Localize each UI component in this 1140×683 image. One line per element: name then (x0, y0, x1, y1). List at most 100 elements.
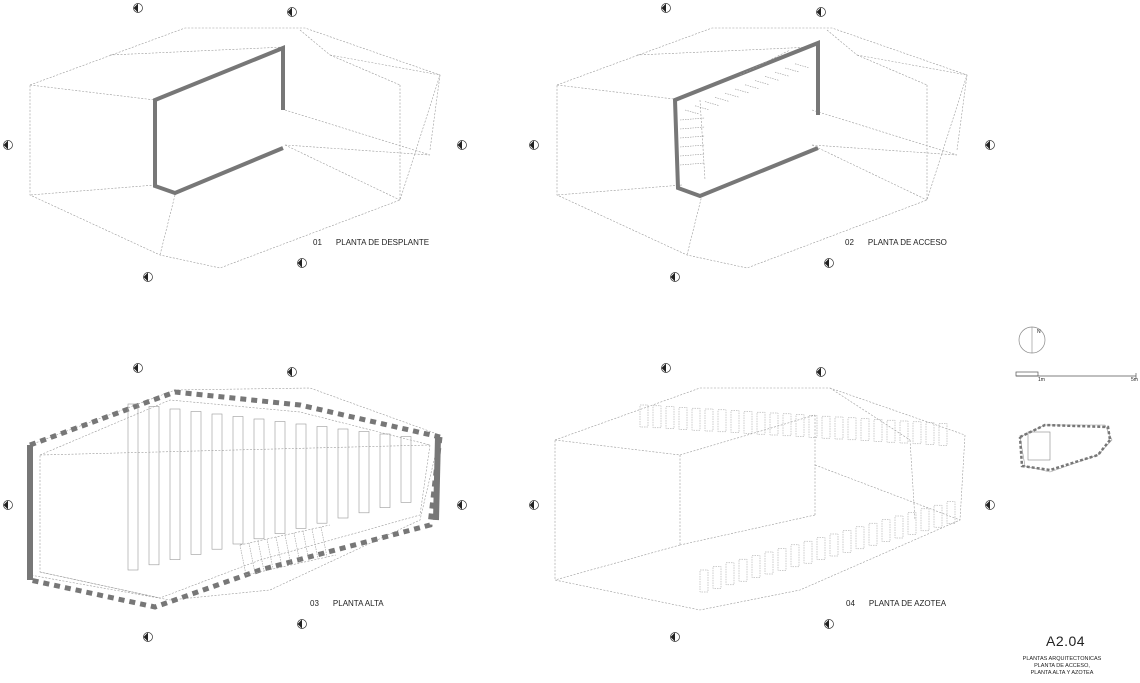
roof-louver (933, 504, 943, 528)
plan-number: 03 (310, 599, 319, 608)
stair-step (679, 135, 706, 139)
roof-louver (738, 558, 748, 582)
inner-edge (636, 46, 813, 56)
roof-louver (782, 413, 792, 437)
axis-line (39, 571, 161, 599)
roof-louver (894, 515, 904, 539)
section-marker-icon (670, 632, 680, 642)
section-marker-icon (3, 500, 13, 510)
roof-louver (946, 501, 956, 524)
stair-step (679, 153, 706, 157)
louver-fin (190, 411, 202, 555)
roof-louver (795, 414, 805, 437)
volume-outline (29, 387, 441, 601)
key-core (1027, 431, 1051, 461)
inner-edge (29, 84, 156, 101)
inner-edge (556, 184, 683, 196)
louver-fin (400, 436, 412, 503)
stair-step (774, 71, 790, 77)
marker-arrow (287, 367, 292, 377)
inner-outline (39, 399, 431, 599)
roof-louver (803, 540, 813, 564)
stair-step (266, 538, 274, 570)
roof-louver (639, 404, 649, 428)
section-marker-icon (816, 367, 826, 377)
section-marker-icon (133, 363, 143, 373)
section-marker-icon (457, 500, 467, 510)
stair-edge (239, 524, 331, 546)
louver-fin (379, 433, 391, 508)
inner-edge (299, 29, 331, 56)
section-marker-icon (670, 272, 680, 282)
section-marker-icon (457, 140, 467, 150)
roof-louver (920, 508, 930, 532)
roof-louver (881, 519, 891, 542)
scale-segment (1015, 371, 1039, 377)
roof-louver (886, 419, 896, 443)
inner-edge (329, 54, 441, 76)
marker-arrow (661, 3, 666, 13)
section-marker-icon (529, 500, 539, 510)
roof-louver (808, 415, 818, 438)
roof-louver (938, 423, 948, 446)
section-marker-icon (297, 619, 307, 629)
stair-step (679, 117, 706, 121)
section-marker-icon (143, 632, 153, 642)
inner-edge (856, 54, 928, 86)
stair-edge (245, 554, 337, 576)
stair-step (275, 536, 283, 568)
marker-arrow (457, 140, 462, 150)
stair-step (684, 109, 700, 115)
key-plan-thumbnail (1018, 423, 1113, 473)
scale-bar (1015, 371, 1137, 379)
stair-step (248, 542, 256, 574)
louver-fin (253, 418, 265, 540)
stair-step (794, 63, 810, 69)
inner-edge (909, 439, 916, 521)
sheet-description: PLANTAS ARQUITECTONICAS PLANTA DE ACCESO… (1018, 656, 1106, 677)
marker-arrow (297, 258, 302, 268)
louver-fin (337, 428, 349, 519)
marker-arrow (529, 140, 534, 150)
roof-louver (717, 409, 727, 433)
stair-step (679, 126, 706, 130)
stair-step (784, 67, 800, 73)
description-line: PLANTAS ARQUITECTONICAS (1022, 656, 1102, 662)
marker-arrow (143, 632, 148, 642)
stair-step (704, 101, 720, 106)
stair-step (734, 88, 750, 94)
stair-step (284, 534, 292, 566)
stair-step (293, 532, 301, 564)
roof-louver (834, 416, 844, 440)
roof-louver (829, 533, 839, 557)
section-markers (3, 3, 995, 642)
stair-step (679, 162, 706, 166)
inner-edge (284, 109, 431, 156)
marker-arrow (457, 500, 462, 510)
louver-fin (295, 423, 307, 529)
marker-arrow (133, 3, 138, 13)
inner-edge (556, 84, 683, 101)
stair-step (679, 144, 706, 148)
roof-louver (868, 522, 878, 546)
stair-step (714, 97, 730, 102)
inner-edge (829, 387, 911, 441)
inner-edge (811, 109, 958, 156)
section-marker-icon (824, 258, 834, 268)
inner-edge (956, 74, 968, 151)
inner-edge (826, 29, 858, 56)
louver-fin (169, 408, 181, 560)
marker-arrow (824, 619, 829, 629)
stair-step (724, 92, 740, 98)
section-marker-icon (287, 367, 297, 377)
inner-edge (856, 54, 968, 76)
plan-number: 04 (846, 599, 855, 608)
section-marker-icon (3, 140, 13, 150)
inner-edge (284, 144, 431, 156)
marker-arrow (143, 272, 148, 282)
core-wall (153, 45, 285, 196)
description-line: PLANTA DE ACCESO, (1034, 663, 1090, 669)
